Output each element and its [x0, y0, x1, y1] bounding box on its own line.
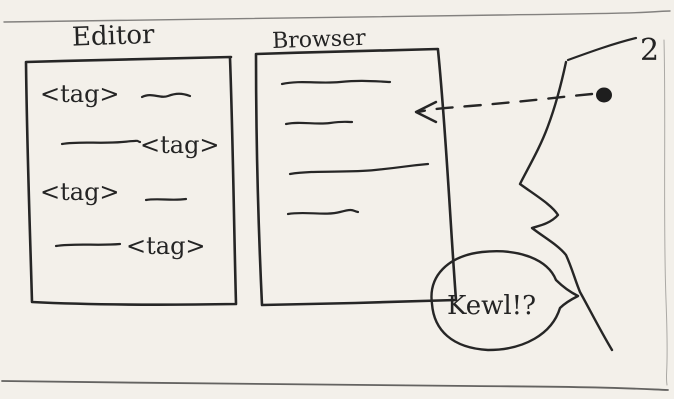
- editor-tag-3: <tag>: [40, 178, 120, 206]
- paper-bottom-edge: [1, 380, 669, 391]
- viewer-face: 2: [518, 33, 659, 352]
- editor-frame: [24, 55, 238, 306]
- editor-title: Editor: [72, 20, 156, 53]
- editor-squiggle-3: [144, 197, 188, 202]
- gaze-arrow: [414, 92, 594, 124]
- hair-line: [566, 36, 638, 62]
- arrow-head-icon: [414, 100, 438, 124]
- editor-squiggle-2: [60, 139, 142, 146]
- eye-icon: [596, 87, 612, 103]
- editor-tag-1: <tag>: [40, 80, 120, 108]
- face-profile: [518, 60, 614, 352]
- speech-text: Kewl!?: [447, 291, 536, 321]
- browser-text-line-1: [280, 79, 392, 86]
- paper-top-edge: [3, 10, 671, 23]
- editor-tag-4: <tag>: [126, 232, 206, 260]
- browser-text-line-4: [286, 208, 360, 216]
- browser-title: Browser: [272, 26, 367, 54]
- editor-squiggle-4: [54, 242, 122, 248]
- speech-bubble: Kewl!?: [430, 250, 580, 352]
- browser-text-line-2: [284, 120, 354, 126]
- browser-text-line-3: [288, 162, 430, 176]
- paper-right-edge: [663, 39, 668, 386]
- editor-panel: Editor <tag> <tag> <tag> <tag>: [24, 20, 238, 306]
- browser-frame: [254, 47, 458, 307]
- hair-mark: 2: [640, 33, 659, 68]
- browser-panel: Browser: [254, 26, 458, 307]
- gaze-dashed-line: [416, 92, 594, 114]
- editor-squiggle-1: [140, 92, 192, 99]
- speech-bubble-outline: [430, 250, 580, 352]
- editor-tag-2: <tag>: [140, 131, 220, 159]
